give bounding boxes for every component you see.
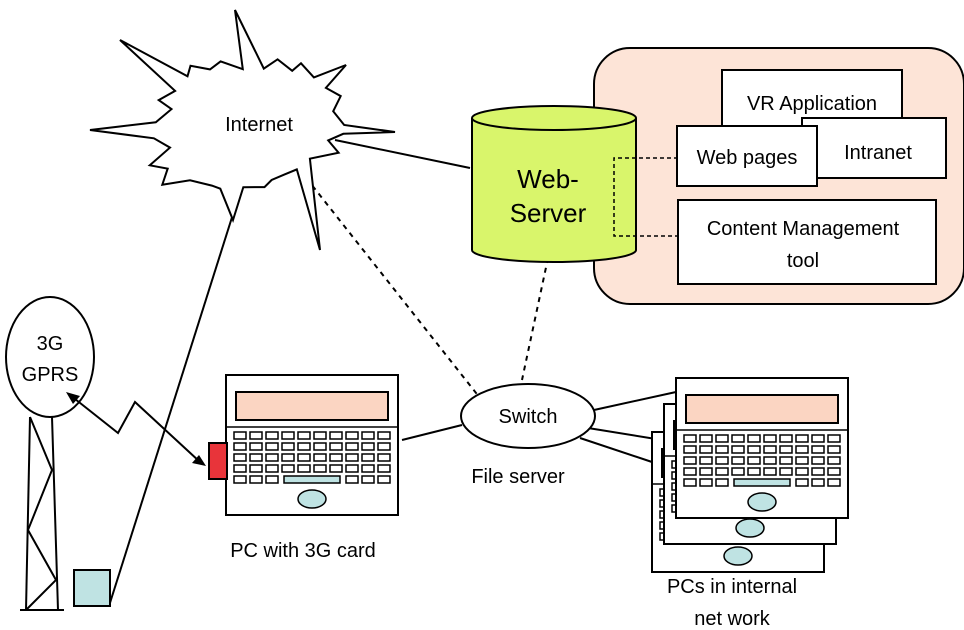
- intranet-label: Intranet: [844, 142, 912, 164]
- internet-label: Internet: [225, 114, 293, 136]
- content-management-box: [677, 199, 937, 285]
- web-server: Web- Server: [471, 105, 678, 263]
- server-to-web-pages-connector: [613, 157, 678, 237]
- tower-lattice: [20, 416, 64, 611]
- file-server-label: File server: [471, 466, 565, 488]
- internet-to-server-link: [334, 139, 471, 169]
- intranet-box: [801, 117, 947, 179]
- wireless-arrow-end: [192, 455, 206, 466]
- pc-with-3g-card: PC with 3G card: [208, 375, 398, 562]
- tower-label-line1: 3G: [37, 333, 64, 355]
- switch-to-pcs-link-2: [587, 427, 663, 441]
- vr-application-label: VR Application: [747, 93, 877, 115]
- pc-laptop-icon: [226, 375, 398, 515]
- switch-node: Switch File server: [460, 383, 596, 488]
- switch-to-pcs-link-3: [579, 437, 653, 463]
- web-content-panel: VR Application Intranet Web pages Conten…: [593, 47, 964, 305]
- web-pages-label: Web pages: [697, 147, 798, 169]
- switch-to-pcs-link-1: [593, 391, 677, 411]
- internet-cloud: Internet: [89, 9, 396, 251]
- web-server-label-line2: Server: [510, 198, 587, 228]
- web-pages-box: [676, 125, 818, 187]
- internet-to-switch-dashed-link: [299, 169, 481, 399]
- internet-burst-shape: [89, 9, 396, 251]
- wireless-link: [66, 392, 206, 466]
- pc-3g-label: PC with 3G card: [230, 540, 376, 562]
- 3g-card-icon: [208, 442, 228, 480]
- connections: [108, 139, 677, 607]
- tower-base-box: [73, 569, 111, 607]
- web-server-cylinder-body: [471, 118, 637, 263]
- server-to-switch-dashed-link: [521, 257, 549, 381]
- 3g-gprs-tower: 3G GPRS: [5, 296, 111, 611]
- tower-label-line2: GPRS: [22, 364, 79, 386]
- content-management-label-line2: tool: [787, 250, 819, 272]
- switch-label: Switch: [499, 406, 558, 428]
- switch-to-pc-link: [401, 424, 463, 441]
- internet-to-tower-link: [108, 191, 241, 607]
- internal-pcs: PCs in internal net work: [652, 378, 848, 630]
- switch-ellipse: [460, 383, 596, 449]
- wireless-zigzag-line: [69, 394, 201, 463]
- internal-pcs-label-line1: PCs in internal: [667, 576, 797, 598]
- tower-antenna-bubble: [5, 296, 95, 418]
- internal-pcs-label-line2: net work: [694, 608, 771, 630]
- content-management-label-line1: Content Management: [707, 218, 900, 240]
- internal-pc-front: [676, 378, 848, 518]
- wireless-arrow-start: [66, 392, 80, 404]
- web-server-cylinder-top: [471, 105, 637, 131]
- web-server-label-line1: Web-: [517, 164, 579, 194]
